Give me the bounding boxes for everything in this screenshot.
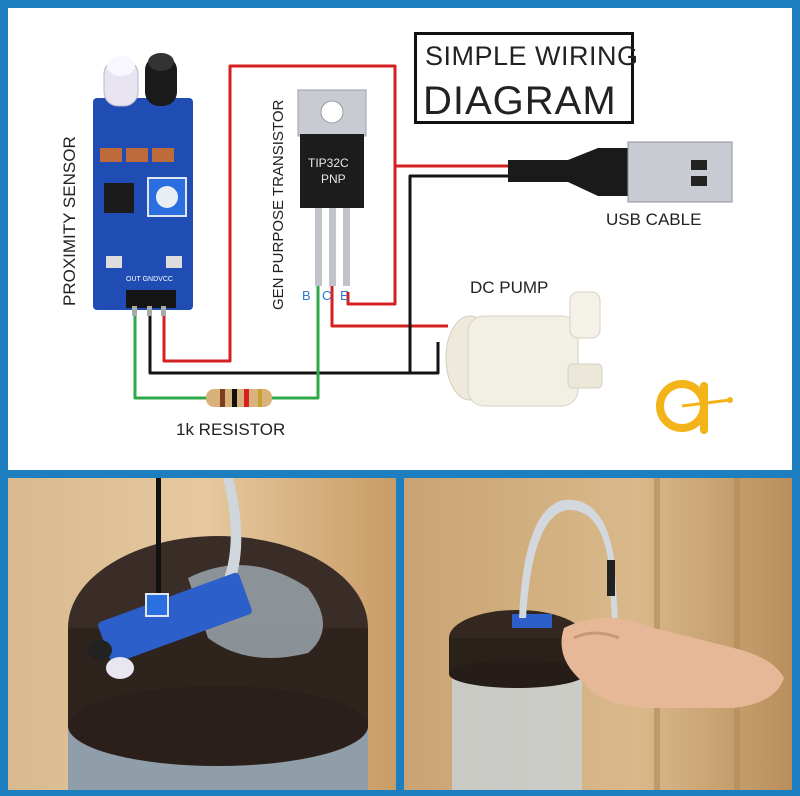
resistor — [206, 389, 272, 407]
proximity-sensor-label: PROXIMITY SENSOR — [60, 136, 79, 306]
wiring-diagram — [93, 53, 733, 434]
title-line-2: DIAGRAM — [423, 79, 617, 123]
sensor-pins-label: OUT GNDVCC — [126, 276, 173, 283]
photo-sensor-on-cap — [8, 478, 396, 790]
circle-a-logo-icon — [656, 380, 733, 434]
black-wire-usb — [408, 174, 508, 373]
wiring-diagram-panel: SIMPLE WIRING DIAGRAM PROXIMITY SENSOR G… — [8, 8, 792, 470]
dc-pump-label: DC PUMP — [470, 278, 549, 297]
transistor-label: GEN PURPOSE TRANSISTOR — [270, 99, 287, 310]
transistor-model-label: TIP32C — [308, 156, 349, 170]
proximity-sensor-module — [93, 53, 193, 316]
transistor-type-label: PNP — [321, 172, 346, 186]
pin-c-label: C — [322, 288, 332, 303]
resistor-label: 1k RESISTOR — [176, 420, 286, 439]
green-wire-base — [270, 284, 320, 400]
dc-pump — [445, 291, 603, 407]
wires — [133, 64, 508, 400]
red-wire-sensor-vcc — [162, 64, 397, 363]
green-wire-out — [133, 308, 208, 400]
pin-b-label: B — [302, 288, 311, 303]
transistor-tip32c — [297, 89, 367, 286]
photo-hand-under-spout — [404, 478, 792, 790]
black-wire-gnd — [148, 308, 440, 375]
title-line-1: SIMPLE WIRING — [425, 41, 639, 71]
usb-cable-label: USB CABLE — [606, 210, 702, 229]
pin-e-label: E — [340, 288, 349, 303]
diagram-title: SIMPLE WIRING DIAGRAM — [414, 32, 638, 124]
usb-cable — [508, 141, 733, 203]
